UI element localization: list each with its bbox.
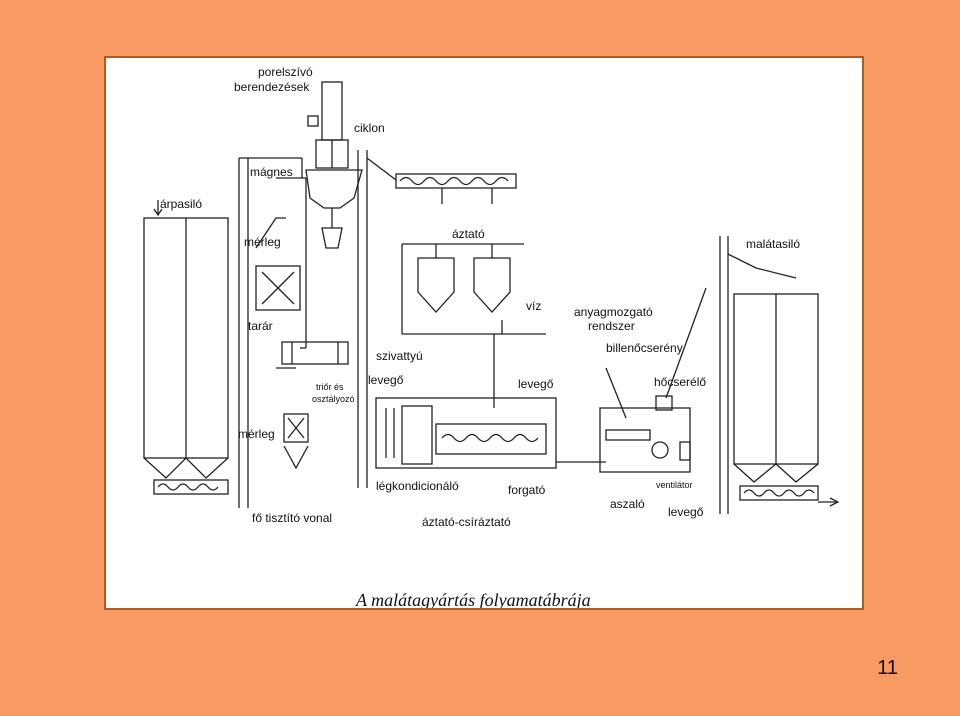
label-tarar: tarár	[248, 319, 273, 333]
diagram-labels: porelszívó berendezések ciklon mágnes ár…	[160, 65, 800, 529]
label-merleg-top: mérleg	[244, 235, 281, 249]
top-conveyor	[357, 150, 517, 488]
label-levego-left: levegő	[368, 373, 404, 387]
label-levego-right: levegő	[668, 505, 704, 519]
label-hocserelo: hőcserélő	[654, 375, 706, 389]
label-anyagmozgato: anyagmozgató	[574, 305, 653, 319]
label-merleg-bottom: mérleg	[238, 427, 275, 441]
label-szivattyu: szivattyú	[376, 349, 423, 363]
label-berendezesek: berendezések	[234, 80, 310, 94]
label-fo-tisztito-vonal: fő tisztító vonal	[252, 511, 332, 525]
page-number: 11	[877, 657, 898, 679]
label-aszalo: aszaló	[610, 497, 645, 511]
germination-unit	[375, 397, 606, 469]
malting-flow-diagram: porelszívó berendezések ciklon mágnes ár…	[143, 65, 840, 608]
main-cleaning-line	[238, 157, 349, 508]
label-viz: víz	[526, 299, 541, 313]
label-aztato: áztató	[452, 227, 485, 241]
label-malatasilo: malátasiló	[746, 237, 800, 251]
malt-silo	[719, 236, 840, 514]
barley-silo	[143, 200, 229, 495]
label-aztato-csiraztato: áztató-csíráztató	[422, 515, 511, 529]
cyclone	[305, 81, 363, 249]
label-osztalyozo: osztályozó	[312, 394, 355, 404]
label-forgato: forgató	[508, 483, 546, 497]
label-arpasilo: árpasiló	[160, 197, 202, 211]
diagram-frame: porelszívó berendezések ciklon mágnes ár…	[104, 56, 864, 610]
diagram-caption: A malátagyártás folyamatábrája	[355, 590, 591, 608]
label-rendszer: rendszer	[588, 319, 635, 333]
label-trior-es: triőr és	[316, 382, 344, 392]
kiln	[599, 287, 707, 473]
label-levego-mid: levegő	[518, 377, 554, 391]
label-magnes: mágnes	[250, 165, 293, 179]
label-legkondicionalo: légkondicionáló	[376, 479, 459, 493]
steeping-tanks	[401, 243, 546, 408]
label-ciklon: ciklon	[354, 121, 385, 135]
label-porelszivo: porelszívó	[258, 65, 313, 79]
label-ventilator: ventilátor	[656, 480, 693, 490]
label-billenocseremy: billenőcserény	[606, 341, 683, 355]
